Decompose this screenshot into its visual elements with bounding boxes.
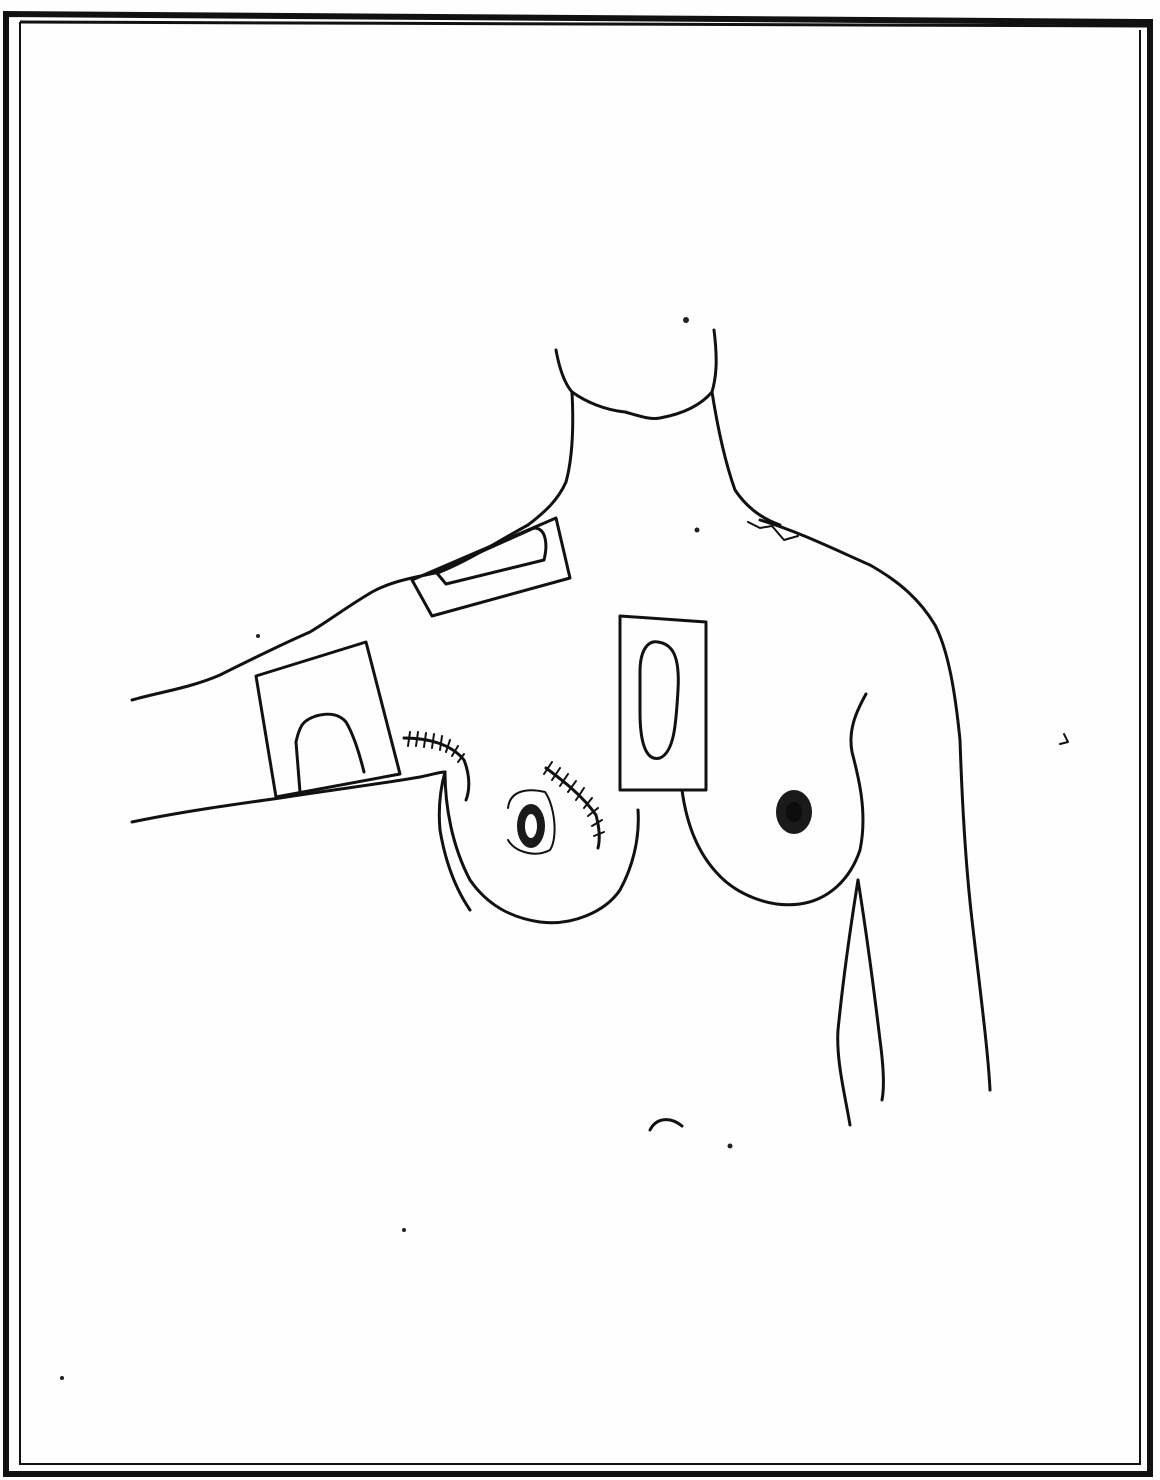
incision-sutures <box>404 732 604 848</box>
right-breast <box>682 694 866 905</box>
arm-dressing <box>256 642 400 797</box>
neck-outline <box>528 330 780 525</box>
chest-dressing <box>620 616 706 790</box>
drawing-specks <box>60 317 1068 1380</box>
border-frame <box>6 14 1150 1474</box>
shoulder-dressing <box>412 518 570 616</box>
arm-and-shoulder <box>132 525 528 910</box>
left-breast <box>445 772 638 923</box>
